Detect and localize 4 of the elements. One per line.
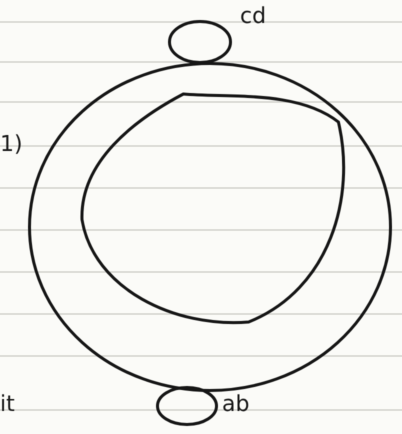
handwritten-label: ab	[222, 394, 250, 416]
handwritten-label: it	[0, 394, 15, 416]
handwritten-label: 1)	[0, 134, 23, 156]
handwritten-label: cd	[240, 6, 266, 28]
